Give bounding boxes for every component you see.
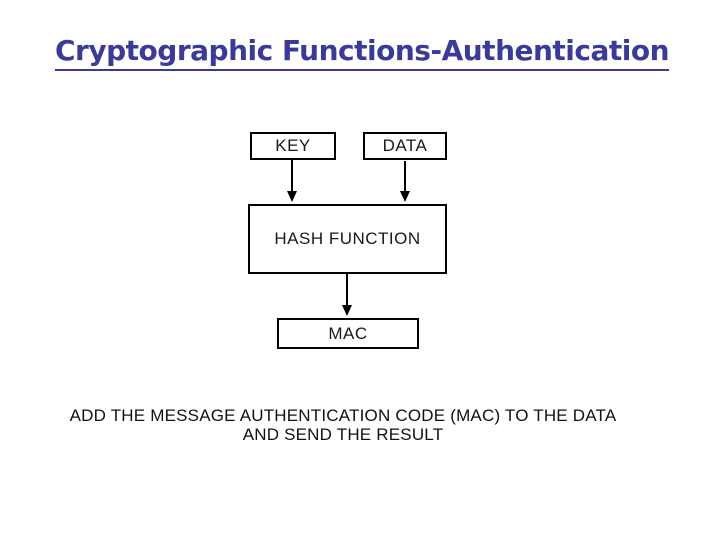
mac-node-label: MAC <box>328 323 368 343</box>
key-to-hash-arrowhead-icon <box>287 191 297 202</box>
key-node: KEY <box>250 132 336 160</box>
data-to-hash-arrow-line <box>404 161 406 192</box>
key-node-label: KEY <box>275 136 311 155</box>
mac-node: MAC <box>277 318 419 349</box>
hash-to-mac-arrowhead-icon <box>342 305 352 316</box>
hash-function-node-label: HASH FUNCTION <box>274 229 421 248</box>
key-to-hash-arrow-line <box>291 160 293 192</box>
hash-to-mac-arrow-line <box>346 274 348 306</box>
data-node: DATA <box>363 132 447 160</box>
data-node-label: DATA <box>382 136 428 155</box>
page-title: Cryptographic Functions-Authentication <box>55 34 670 71</box>
caption-line-2: AND SEND THE RESULT <box>242 425 444 444</box>
caption-line-1: ADD THE MESSAGE AUTHENTICATION CODE (MAC… <box>69 406 617 425</box>
caption: ADD THE MESSAGE AUTHENTICATION CODE (MAC… <box>3 406 683 444</box>
hash-function-node: HASH FUNCTION <box>248 204 447 274</box>
data-to-hash-arrowhead-icon <box>400 191 410 202</box>
page-title-text: Cryptographic Functions-Authentication <box>55 34 670 71</box>
